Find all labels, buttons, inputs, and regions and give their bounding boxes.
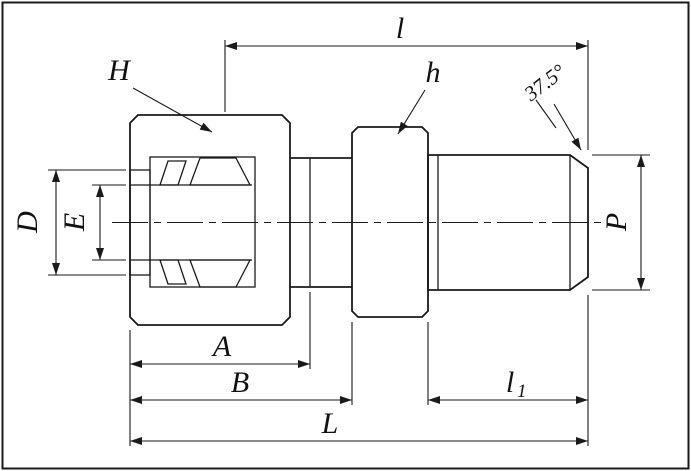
- label-L: L: [321, 407, 339, 440]
- label-H: H: [107, 54, 132, 87]
- label-A: A: [211, 330, 232, 363]
- label-E: E: [58, 213, 91, 232]
- label-l1-base: l: [506, 366, 514, 399]
- nut-body: [129, 114, 291, 326]
- ferrules: [159, 157, 252, 288]
- chamfer-angle-ref-line: [535, 99, 557, 129]
- back-ferrule-top: [159, 160, 187, 186]
- label-P: P: [600, 213, 633, 232]
- label-l: l: [396, 12, 404, 45]
- nut-face-recess: [129, 169, 151, 276]
- front-ferrule-top: [189, 157, 252, 186]
- front-ferrule-bottom: [189, 259, 252, 288]
- leader-line-h: [397, 89, 426, 135]
- label-l1-subscript: 1: [517, 381, 527, 402]
- back-ferrule-bottom: [159, 259, 187, 285]
- fitting-part: [129, 114, 589, 326]
- leader-line-chamfer: [553, 103, 582, 151]
- label-D: D: [11, 211, 44, 234]
- label-B: B: [231, 366, 249, 399]
- label-h: h: [426, 56, 441, 89]
- hex-section: [351, 126, 429, 318]
- leader-line-H: [132, 87, 213, 133]
